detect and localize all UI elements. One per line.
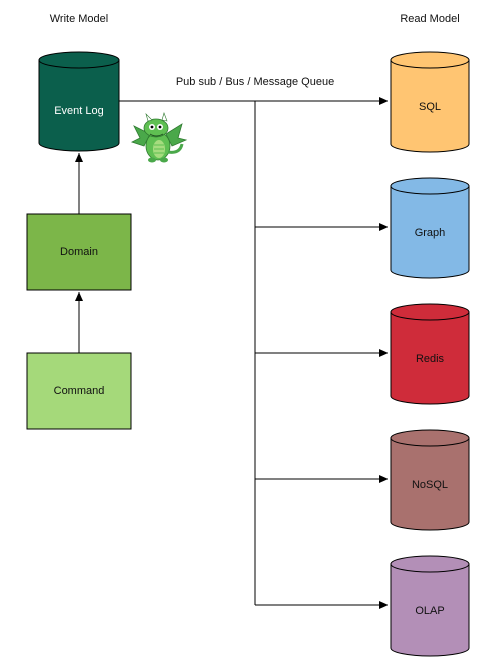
store-olap-label: OLAP xyxy=(415,605,444,617)
store-graph-body xyxy=(390,185,470,279)
store-graph-label: Graph xyxy=(415,227,446,239)
event-log-label: Event Log xyxy=(54,105,104,117)
store-olap-body xyxy=(390,563,470,657)
green-dragon-icon xyxy=(130,112,188,163)
store-nosql-body xyxy=(390,437,470,531)
bus-connectors xyxy=(119,97,388,609)
store-graph-top xyxy=(390,177,470,195)
command-rect xyxy=(26,352,132,430)
store-redis-label: Redis xyxy=(416,353,445,365)
store-olap-top xyxy=(390,555,470,573)
domain-box: Domain xyxy=(26,213,132,291)
event-log-top xyxy=(38,51,120,69)
store-graph-cylinder: Graph xyxy=(390,177,470,279)
store-redis-cylinder: Redis xyxy=(390,303,470,405)
read-model-heading: Read Model xyxy=(400,13,459,25)
store-nosql-top xyxy=(390,429,470,447)
store-sql-top xyxy=(390,51,470,69)
bus-label: Pub sub / Bus / Message Queue xyxy=(176,76,334,88)
command-box: Command xyxy=(26,352,132,430)
store-redis-top xyxy=(390,303,470,321)
store-nosql-cylinder: NoSQL xyxy=(390,429,470,531)
store-olap-cylinder: OLAP xyxy=(390,555,470,657)
store-sql-body xyxy=(390,59,470,153)
store-sql-label: SQL xyxy=(419,101,441,113)
event-log-body xyxy=(38,59,120,152)
command-label: Command xyxy=(54,385,105,397)
domain-rect xyxy=(26,213,132,291)
event-log-cylinder: Event Log xyxy=(38,51,120,152)
store-sql-cylinder: SQL xyxy=(390,51,470,153)
store-nosql-label: NoSQL xyxy=(412,479,448,491)
write-model-heading: Write Model xyxy=(50,13,108,25)
store-redis-body xyxy=(390,311,470,405)
domain-label: Domain xyxy=(60,246,98,258)
